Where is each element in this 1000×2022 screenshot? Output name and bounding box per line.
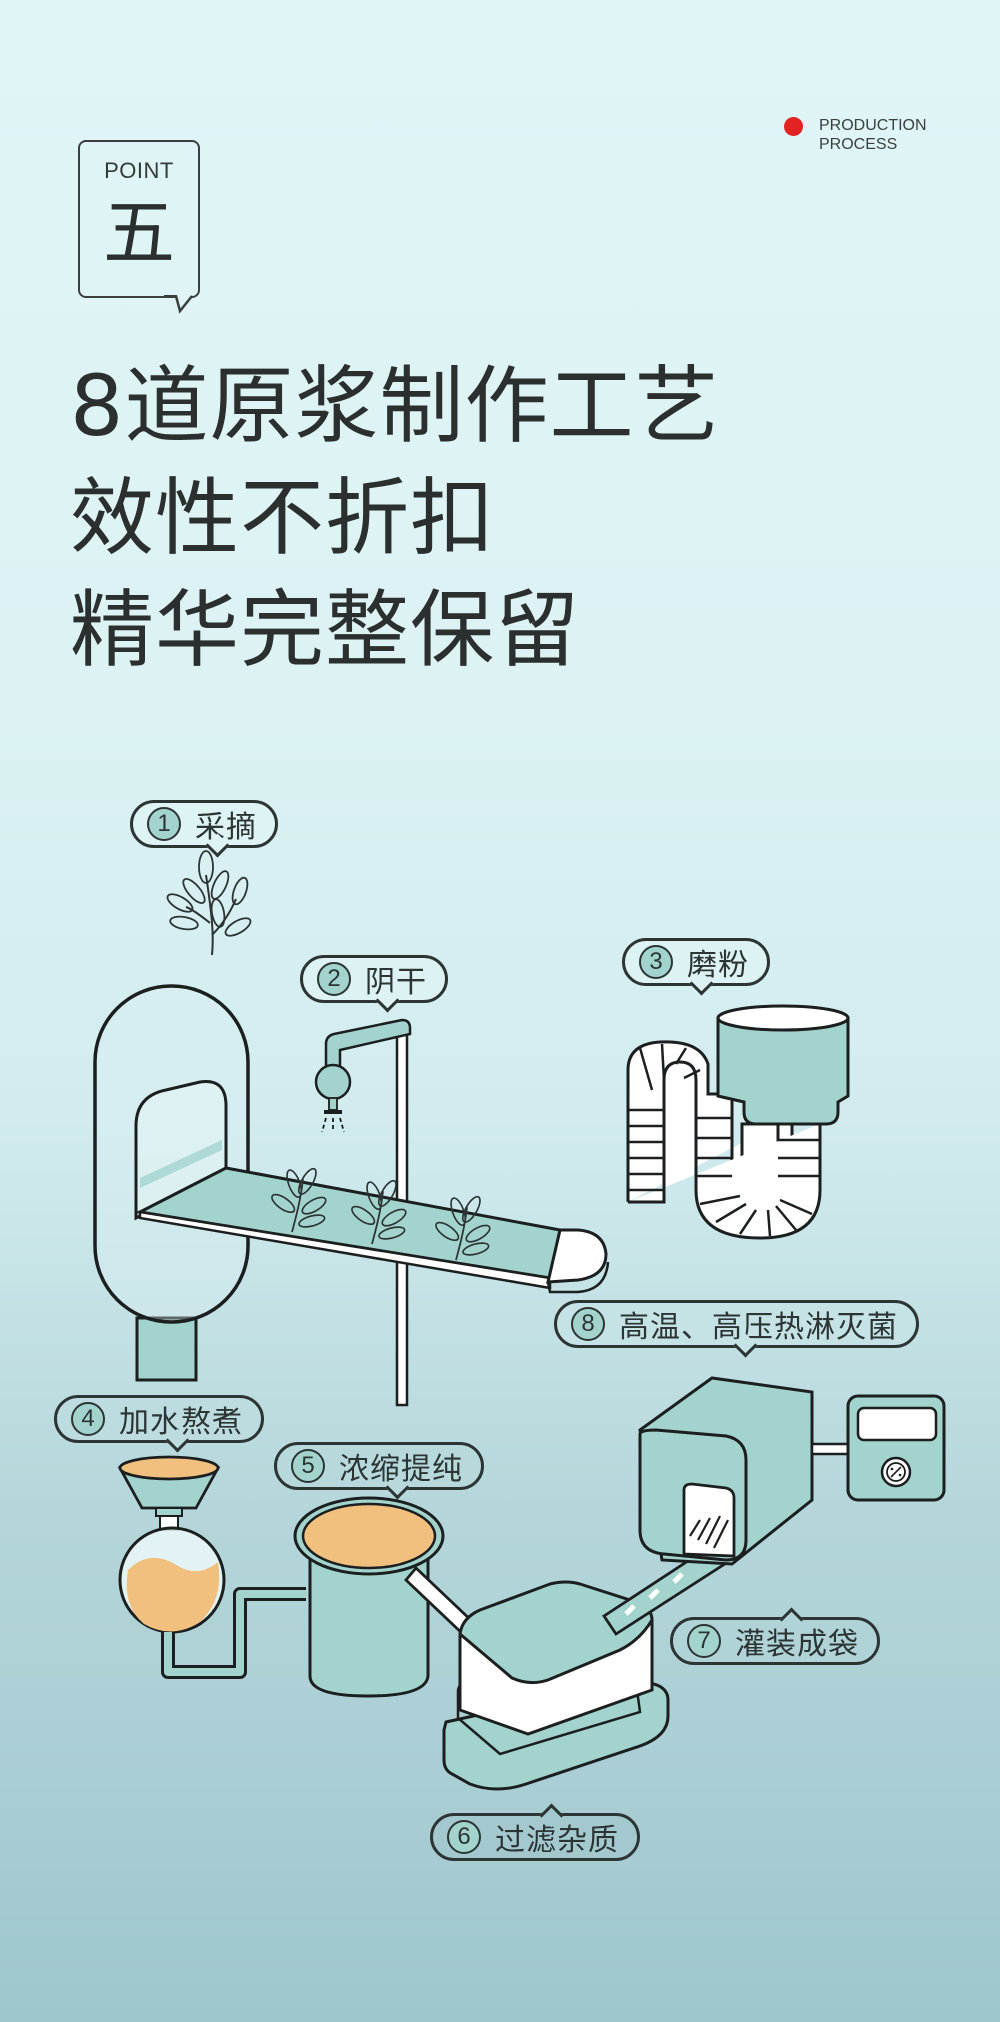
speech-tail-icon xyxy=(164,295,193,314)
red-dot-icon xyxy=(784,117,803,136)
step-label-2: 2 阴干 xyxy=(300,955,448,1013)
step-label-8: 8 高温、高压热淋灭菌 xyxy=(554,1300,919,1358)
step-label-3: 3 磨粉 xyxy=(622,938,770,996)
step-number-5: 5 xyxy=(291,1449,325,1483)
step-number-1: 1 xyxy=(147,807,181,841)
headline-line-3: 精华完整保留 xyxy=(70,581,581,679)
drying-conveyor-icon xyxy=(93,984,610,1407)
production-line1: PRODUCTION xyxy=(819,117,927,134)
headline-line-2: 效性不折扣 xyxy=(70,469,496,567)
point-badge xyxy=(78,140,200,298)
production-process-label: PRODUCTION PROCESS xyxy=(819,116,927,154)
step-number-6: 6 xyxy=(447,1820,481,1854)
step-number-3: 3 xyxy=(639,945,673,979)
step-label-7: 7 灌装成袋 xyxy=(670,1607,880,1665)
step-label-5: 5 浓缩提纯 xyxy=(274,1442,484,1500)
headline-line-1: 8道原浆制作工艺 xyxy=(70,357,720,455)
step-number-8: 8 xyxy=(571,1307,605,1341)
step-number-7: 7 xyxy=(687,1624,721,1658)
step-text-6: 过滤杂质 xyxy=(495,1823,619,1858)
step-number-2: 2 xyxy=(317,962,351,996)
step-label-1: 1 采摘 xyxy=(130,800,278,858)
step-text-1: 采摘 xyxy=(195,810,257,845)
point-number: 五 xyxy=(102,191,175,275)
production-line2: PROCESS xyxy=(819,136,898,153)
headline: 8道原浆制作工艺 效性不折扣 精华完整保留 xyxy=(70,350,719,686)
concentration-tank-icon xyxy=(293,1496,498,1698)
step-text-8: 高温、高压热淋灭菌 xyxy=(619,1310,898,1345)
tea-sprig-icon xyxy=(166,850,252,956)
step-text-2: 阴干 xyxy=(365,965,427,1000)
step-label-6: 6 过滤杂质 xyxy=(430,1803,640,1861)
boiling-flask-icon xyxy=(117,1455,306,1679)
filter-box-icon xyxy=(442,1580,670,1791)
sterilizer-machine-icon xyxy=(638,1376,946,1566)
grinder-hose-icon xyxy=(626,1004,850,1240)
point-label: POINT xyxy=(104,158,174,183)
step-label-4: 4 加水熬煮 xyxy=(54,1395,264,1453)
step-text-7: 灌装成袋 xyxy=(735,1627,859,1662)
step-number-4: 4 xyxy=(71,1402,105,1436)
